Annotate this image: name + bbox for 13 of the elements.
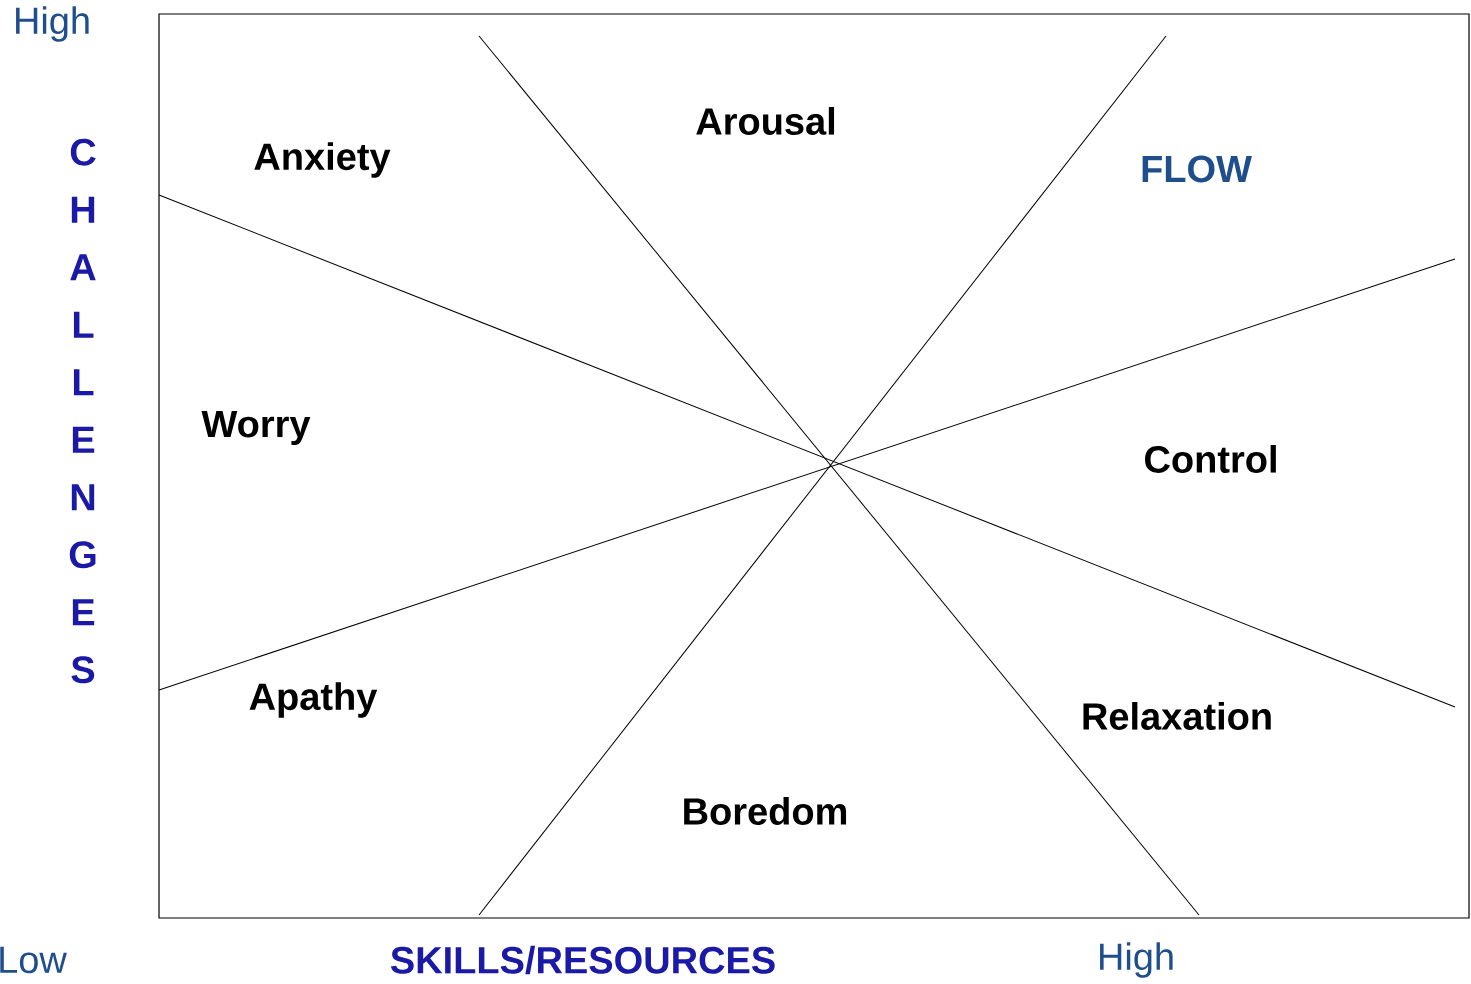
region-label: Boredom	[684, 797, 847, 825]
axis-label: High	[1100, 942, 1173, 978]
region-label: Anxiety	[254, 142, 391, 178]
region-label: FLOW	[1142, 155, 1252, 183]
axis-label: High	[16, 6, 89, 42]
axis-label: Low	[0, 946, 67, 974]
axis-title: CHALLENGES	[69, 138, 96, 684]
region-label: Apathy	[249, 682, 378, 718]
region-label: Control	[1145, 445, 1276, 473]
region-label: Relaxation	[1083, 702, 1271, 730]
region-label: Arousal	[696, 107, 835, 135]
region-label: Worry	[201, 410, 311, 445]
axis-title: SKILLS/RESOURCES	[390, 945, 775, 975]
